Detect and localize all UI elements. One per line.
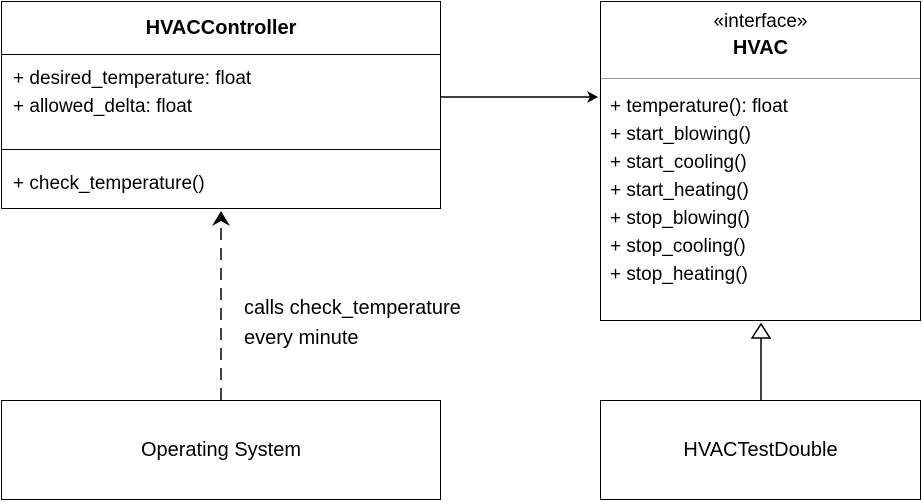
hvac-controller-operations: + check_temperature() xyxy=(2,150,440,198)
operation-check-temperature: + check_temperature() xyxy=(13,173,205,194)
operation-stop-heating: + stop_heating() xyxy=(610,264,748,285)
hvac-interface-header: «interface» HVAC xyxy=(601,2,920,79)
attribute-desired-temperature: + desired_temperature: float xyxy=(13,68,252,89)
operation-start-heating: + start_heating() xyxy=(610,180,749,201)
hvac-test-double-label: HVACTestDouble xyxy=(683,438,838,461)
operation-start-blowing: + start_blowing() xyxy=(610,124,751,145)
annotation-line-2: every minute xyxy=(244,327,359,349)
operating-system-label: Operating System xyxy=(140,438,302,461)
operation-stop-blowing: + stop_blowing() xyxy=(610,208,750,229)
hvac-test-double-box[interactable]: HVACTestDouble xyxy=(600,400,921,500)
dependency-arrow-head xyxy=(212,211,230,226)
hvac-controller-name: HVACController xyxy=(145,17,297,39)
hvac-controller-title: HVACController xyxy=(2,2,440,55)
hvac-controller-attributes: + desired_temperature: float + allowed_d… xyxy=(2,55,440,150)
attribute-allowed-delta: + allowed_delta: float xyxy=(13,96,193,117)
hvac-controller-class[interactable]: HVACController + desired_temperature: fl… xyxy=(1,1,441,209)
hvac-interface-class[interactable]: «interface» HVAC + temperature(): float … xyxy=(600,1,921,321)
operation-temperature: + temperature(): float xyxy=(610,96,788,117)
hvac-interface-name: HVAC xyxy=(732,37,789,59)
operation-start-cooling: + start_cooling() xyxy=(610,152,747,173)
interface-stereotype: «interface» xyxy=(713,11,808,32)
operating-system-box[interactable]: Operating System xyxy=(1,400,441,500)
generalization-triangle xyxy=(750,322,772,339)
operation-stop-cooling: + stop_cooling() xyxy=(610,236,746,257)
annotation-line-1: calls check_temperature xyxy=(244,297,461,319)
hvac-interface-operations: + temperature(): float + start_blowing()… xyxy=(601,79,920,289)
